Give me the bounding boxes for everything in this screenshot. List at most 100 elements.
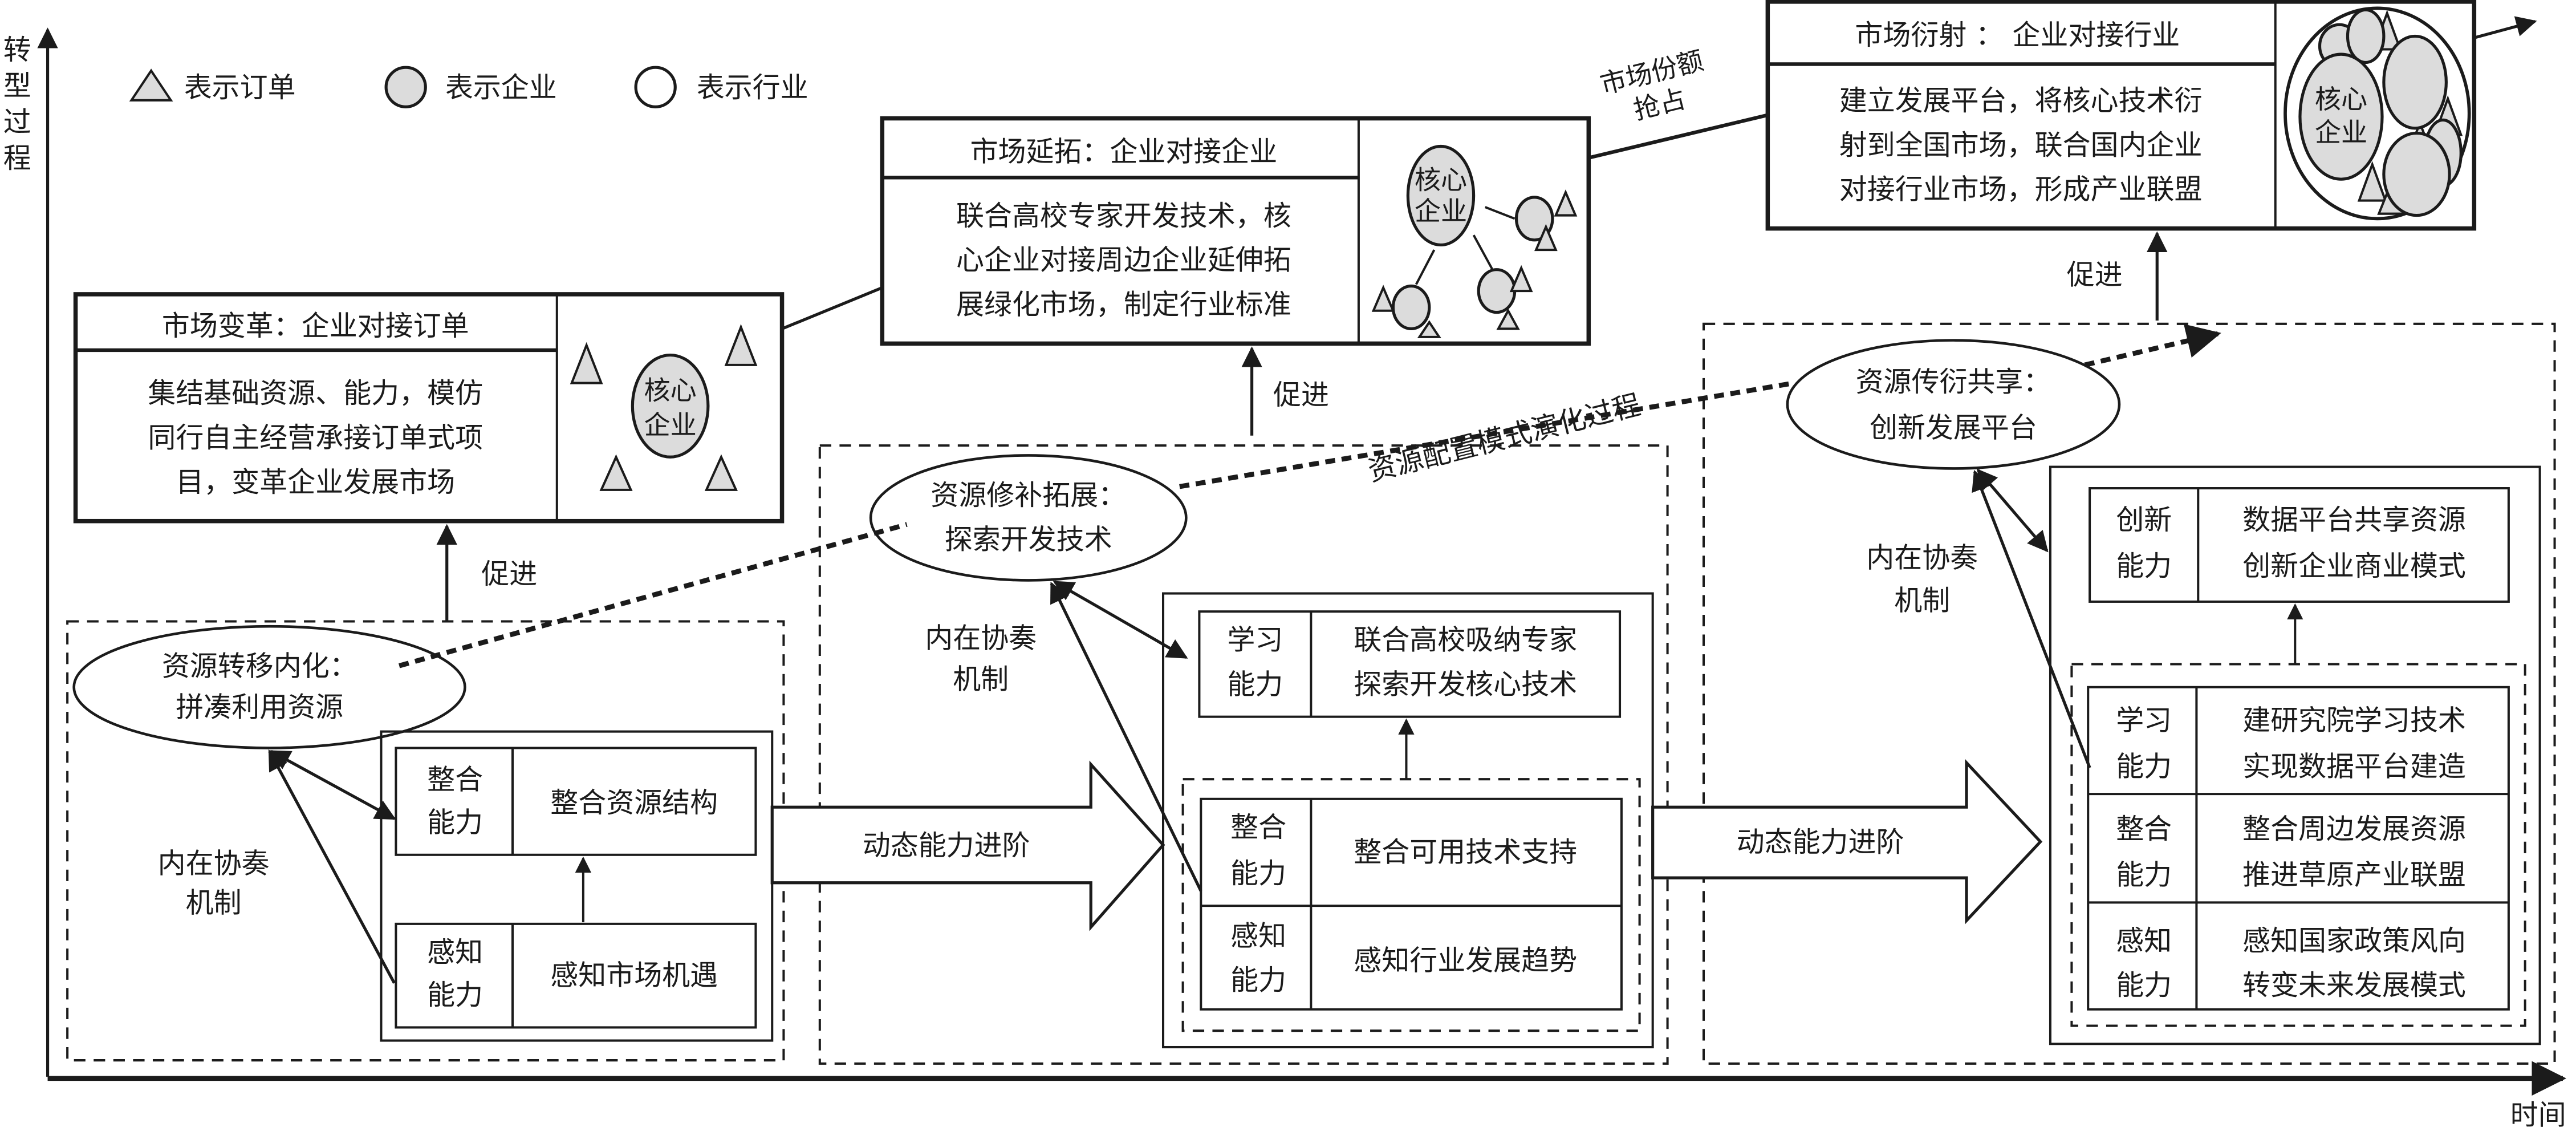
- order-triangle-icon: [1371, 285, 1395, 312]
- cap-1-1-name-1: 能力: [427, 979, 483, 1011]
- cap-3-1-desc-0: 建研究院学习技术: [2242, 704, 2466, 737]
- empty-circle-icon: [634, 66, 677, 108]
- market-stage-2-body-2: 展绿化市场，制定行业标准: [956, 289, 1291, 321]
- promote-label-2: 促进: [1273, 379, 1329, 411]
- market-stage-1-body-0: 集结基础资源、能力，模仿: [148, 377, 483, 410]
- cap-3-1-desc-1: 实现数据平台建造: [2242, 750, 2466, 783]
- evolution-label: 资源配置模式演化过程: [1365, 388, 1644, 488]
- promote-arrow-3: 促进: [2067, 231, 2168, 321]
- cap-2-0-name-1: 能力: [1227, 668, 1283, 700]
- market-stage-3-body-2: 对接行业市场，形成产业联盟: [1839, 173, 2203, 206]
- market-stage-1: 市场变革：企业对接订单 集结基础资源、能力，模仿 同行自主经营承接订单式项 目，…: [73, 292, 785, 524]
- dynamic-label-2: 动态能力进阶: [1737, 826, 1904, 858]
- triangle-icon: [129, 68, 173, 102]
- market-stage-1-title: 市场变革：企业对接订单: [162, 310, 469, 342]
- resource-stage-3: 资源传衍共享： 创新发展平台 创新 能力 数据平台共享资源 创新企业商业模式 学…: [1702, 322, 2556, 1065]
- market-stage-3-body-0: 建立发展平台，将核心技术衍: [1839, 84, 2203, 117]
- resource-ellipse-2: [869, 454, 1188, 582]
- filled-circle-icon: [384, 66, 427, 108]
- enterprise-icon: [2382, 34, 2448, 130]
- order-triangle-icon: [1496, 308, 1520, 330]
- core-enterprise-icon: [631, 353, 710, 459]
- cap-2-0-desc-0: 联合高校吸纳专家: [1354, 623, 1577, 656]
- core-label-0: 核心: [2315, 84, 2367, 115]
- mechanism-label-1-0: 内在协奏: [158, 847, 270, 879]
- mechanism-label-2-1: 机制: [953, 663, 1009, 696]
- cap-1-0-name-0: 整合: [427, 763, 483, 796]
- y-axis-label-2: 过: [3, 106, 31, 139]
- cap-1-1-name-0: 感知: [427, 936, 483, 968]
- resource-stage-2: 资源修补拓展： 探索开发技术 学习 能力 联合高校吸纳专家 探索开发核心技术 整…: [818, 444, 1669, 1065]
- mechanism-label-2-0: 内在协奏: [925, 622, 1037, 655]
- market-stage-2-body-0: 联合高校专家开发技术，核: [956, 200, 1291, 232]
- cap-2-2-name-1: 能力: [1230, 964, 1286, 996]
- resource-ellipse-2-line-1: 探索开发技术: [945, 524, 1112, 556]
- cap-3-2-desc-1: 推进草原产业联盟: [2242, 859, 2466, 891]
- cap-2-0-name-0: 学习: [1227, 623, 1283, 656]
- cap-2-2-desc-0: 感知行业发展趋势: [1354, 944, 1577, 977]
- market-share-label: 市场份额 抢占: [1597, 44, 1707, 125]
- enterprise-icon: [1477, 268, 1517, 314]
- order-triangle-icon: [570, 342, 603, 384]
- core-label-1: 企业: [1415, 196, 1467, 226]
- cap-2-0-desc-1: 探索开发核心技术: [1354, 668, 1577, 700]
- resource-ellipse-1: [72, 625, 466, 749]
- cap-3-0-desc-1: 创新企业商业模式: [2242, 550, 2466, 582]
- resource-ellipse-1-line-1: 拼凑利用资源: [176, 691, 343, 724]
- x-axis-label: 时间: [2510, 1098, 2566, 1131]
- order-triangle-icon: [2357, 161, 2387, 202]
- market-stage-2: 市场延拓：企业对接企业 联合高校专家开发技术，核 心企业对接周边企业延伸拓 展绿…: [880, 116, 1591, 346]
- market-stage-3-title: 市场衍射 ： 企业对接行业: [1855, 19, 2180, 51]
- cap-3-2-name-0: 整合: [2116, 813, 2172, 845]
- order-triangle-icon: [1534, 224, 1558, 252]
- core-enterprise-icon: [1406, 144, 1476, 247]
- market-stage-3-body-1: 射到全国市场，联合国内企业: [1839, 129, 2203, 161]
- y-axis: 转 型 过 程: [3, 27, 58, 1077]
- mechanism-label-3-0: 内在协奏: [1866, 541, 1978, 574]
- y-axis-label-0: 转: [3, 34, 31, 66]
- mechanism-label-1-1: 机制: [186, 887, 242, 919]
- top-right-arrow: [2473, 16, 2537, 39]
- core-enterprise-icon: [2298, 52, 2384, 181]
- enterprise-icon: [2382, 131, 2451, 217]
- y-axis-label-1: 型: [3, 70, 31, 102]
- order-triangle-icon: [1509, 265, 1533, 293]
- legend-label-order: 表示订单: [184, 71, 296, 104]
- market-stage-2-title: 市场延拓：企业对接企业: [970, 135, 1277, 168]
- resource-ellipse-3-line-0: 资源传衍共享：: [1856, 366, 2051, 398]
- core-label-1: 企业: [644, 410, 697, 440]
- cap-1-0-desc-0: 整合资源结构: [550, 787, 718, 819]
- cap-3-3-name-0: 感知: [2116, 925, 2172, 957]
- enterprise-icon: [2346, 8, 2386, 64]
- enterprise-icon: [1514, 196, 1554, 242]
- cap-3-3-desc-0: 感知国家政策风向: [2242, 925, 2466, 957]
- legend: 表示订单 表示企业 表示行业: [129, 66, 808, 108]
- cap-3-0-name-0: 创新: [2116, 504, 2172, 536]
- cap-2-1-name-1: 能力: [1230, 857, 1286, 890]
- promote-label-3: 促进: [2067, 259, 2123, 291]
- resource-stage-1: 资源转移内化： 拼凑利用资源 整合 能力 整合资源结构 感知 能力 感知市场机遇…: [66, 620, 785, 1062]
- order-triangle-icon: [724, 324, 758, 366]
- market-stage-1-body-2: 目，变革企业发展市场: [176, 466, 455, 498]
- market-stage-1-body-1: 同行自主经营承接订单式项: [148, 421, 483, 454]
- core-label-0: 核心: [1415, 164, 1467, 195]
- stage-connector: [1588, 113, 1769, 160]
- dynamic-arrow-2: 动态能力进阶: [1651, 759, 2043, 925]
- resource-ellipse-3-line-1: 创新发展平台: [1870, 412, 2037, 444]
- order-triangle-icon: [1554, 189, 1578, 217]
- cap-1-1-desc-0: 感知市场机遇: [550, 959, 718, 991]
- dynamic-arrow-1: 动态能力进阶: [770, 760, 1165, 931]
- cap-2-2-name-0: 感知: [1230, 919, 1286, 952]
- promote-arrow-2: 促进: [1241, 346, 1329, 436]
- cap-3-2-desc-0: 整合周边发展资源: [2242, 813, 2466, 845]
- legend-label-industry: 表示行业: [697, 71, 808, 104]
- cap-3-1-name-1: 能力: [2116, 750, 2172, 783]
- cap-1-0-name-1: 能力: [427, 806, 483, 838]
- y-axis-label-3: 程: [3, 142, 31, 175]
- x-axis: 时间: [47, 1061, 2566, 1131]
- core-label-0: 核心: [644, 375, 697, 406]
- legend-label-enterprise: 表示企业: [445, 71, 557, 104]
- cap-3-3-desc-1: 转变未来发展模式: [2242, 969, 2466, 1002]
- cap-2-1-name-0: 整合: [1230, 811, 1286, 844]
